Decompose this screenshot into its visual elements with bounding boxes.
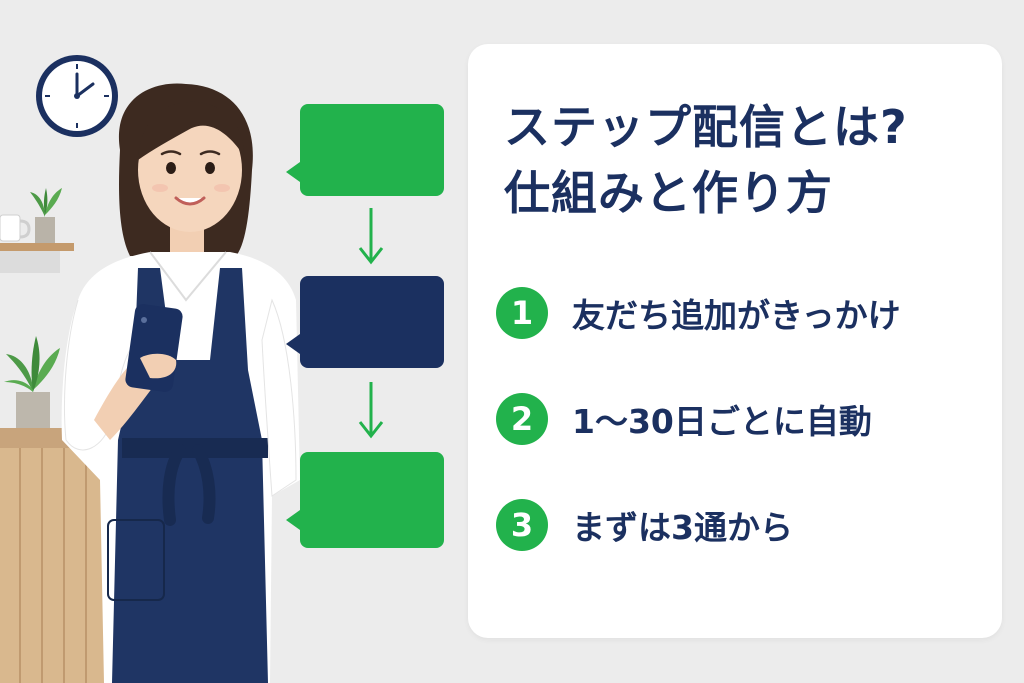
clock-icon — [36, 55, 118, 137]
list-item-step-1: 1 友だち追加がきっかけ — [496, 284, 901, 342]
page-title: ステップ配信とは? 仕組みと作り方 — [504, 94, 908, 226]
down-arrow-icon — [358, 382, 384, 439]
speech-bubble-icon — [286, 452, 444, 548]
step-number-badge: 2 — [496, 393, 548, 445]
list-item-step-2: 2 1〜30日ごとに自動 — [496, 390, 872, 448]
step-label: 友だち追加がきっかけ — [572, 296, 901, 335]
title-line-1: ステップ配信とは? — [504, 100, 908, 154]
speech-bubble-icon — [286, 276, 444, 368]
wall-shelf — [0, 214, 74, 273]
step-label: 1〜30日ごとに自動 — [572, 402, 872, 441]
wooden-counter — [0, 428, 120, 683]
info-card: ステップ配信とは? 仕組みと作り方 1 友だち追加がきっかけ 2 1〜30日ごと… — [468, 44, 1002, 638]
down-arrow-icon — [358, 208, 384, 265]
potted-plant-icon — [30, 188, 62, 243]
woman-figure — [61, 83, 300, 683]
step-number-badge: 3 — [496, 499, 548, 551]
potted-plant-icon — [4, 336, 60, 428]
list-item-step-3: 3 まずは3通から — [496, 496, 793, 554]
speech-bubble-icon — [286, 104, 444, 196]
step-label: まずは3通から — [572, 508, 793, 547]
title-line-2: 仕組みと作り方 — [504, 166, 833, 220]
background-illustration — [0, 55, 300, 683]
step-number-badge: 1 — [496, 287, 548, 339]
